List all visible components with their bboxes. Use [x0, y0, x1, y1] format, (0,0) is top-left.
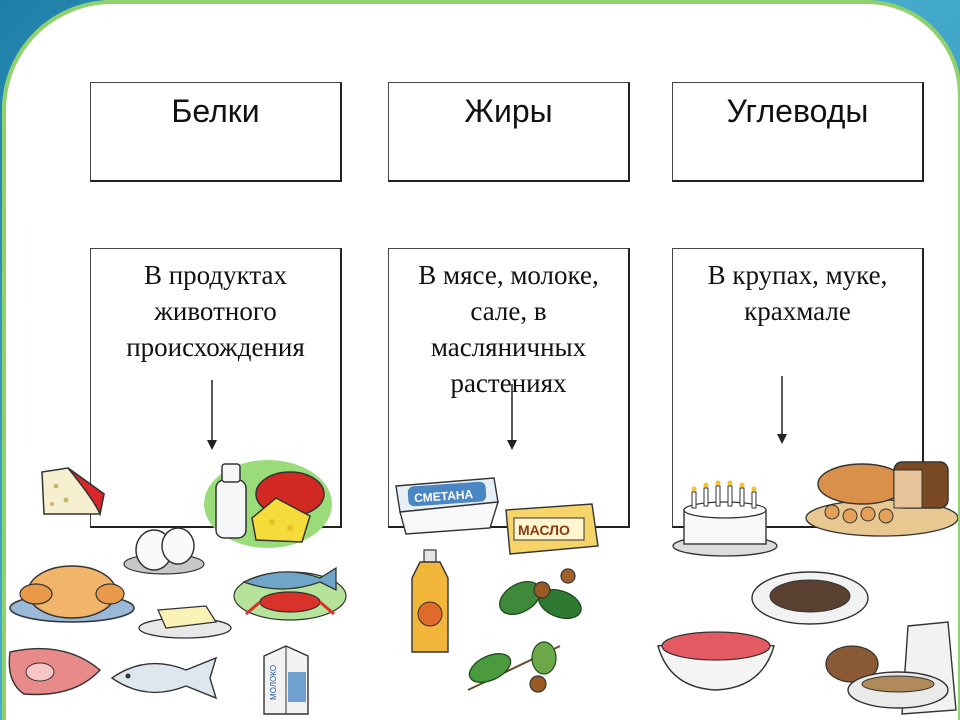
buckwheat-plate-icon — [751, 571, 869, 625]
heading-proteins: Белки — [171, 93, 260, 129]
heading-carbs: Углеводы — [726, 93, 869, 129]
sour-cream-label: СМЕТАНА — [414, 487, 474, 505]
sour-cream-tub-icon: СМЕТАНА — [395, 477, 499, 535]
milk-carton-icon: МОЛОКО — [263, 645, 309, 715]
butter-dish-icon — [138, 605, 232, 639]
roast-chicken-icon — [9, 565, 135, 623]
birthday-cake-icon — [672, 480, 778, 557]
eggs-icon — [123, 527, 205, 575]
description-proteins: В продуктах животного происхождения — [126, 260, 305, 362]
cheese-wedge-icon — [41, 467, 105, 517]
arrow-proteins — [207, 380, 217, 450]
description-carbs: В крупах, муке, крахмале — [707, 260, 888, 326]
description-box-fats: В мясе, молоке, сале, в масляничных раст… — [388, 248, 630, 528]
milk-carton-label: МОЛОКО — [269, 665, 278, 700]
arrow-fats — [507, 384, 517, 450]
dairy-group-icon — [204, 460, 332, 548]
heading-fats: Жиры — [464, 93, 553, 129]
heading-box-proteins: Белки — [90, 82, 342, 182]
hazelnut-branch-icon — [467, 641, 561, 693]
bread-basket-icon — [805, 461, 958, 537]
description-fats: В мясе, молоке, сале, в масляничных раст… — [418, 260, 599, 398]
pasta-bowl-icon — [657, 631, 775, 691]
heading-box-carbs: Углеводы — [672, 82, 924, 182]
hazelnut-leaves-icon — [499, 568, 582, 619]
ham-icon — [8, 647, 102, 696]
butter-package-icon: МАСЛО — [505, 503, 599, 555]
oil-bottle-icon — [411, 549, 449, 653]
butter-package-label: МАСЛО — [518, 522, 570, 538]
fish-icon — [110, 656, 218, 700]
seafood-plate-icon — [233, 566, 347, 621]
arrow-carbs — [777, 376, 787, 444]
heading-box-fats: Жиры — [388, 82, 630, 182]
flour-sacks-icon — [825, 621, 957, 715]
